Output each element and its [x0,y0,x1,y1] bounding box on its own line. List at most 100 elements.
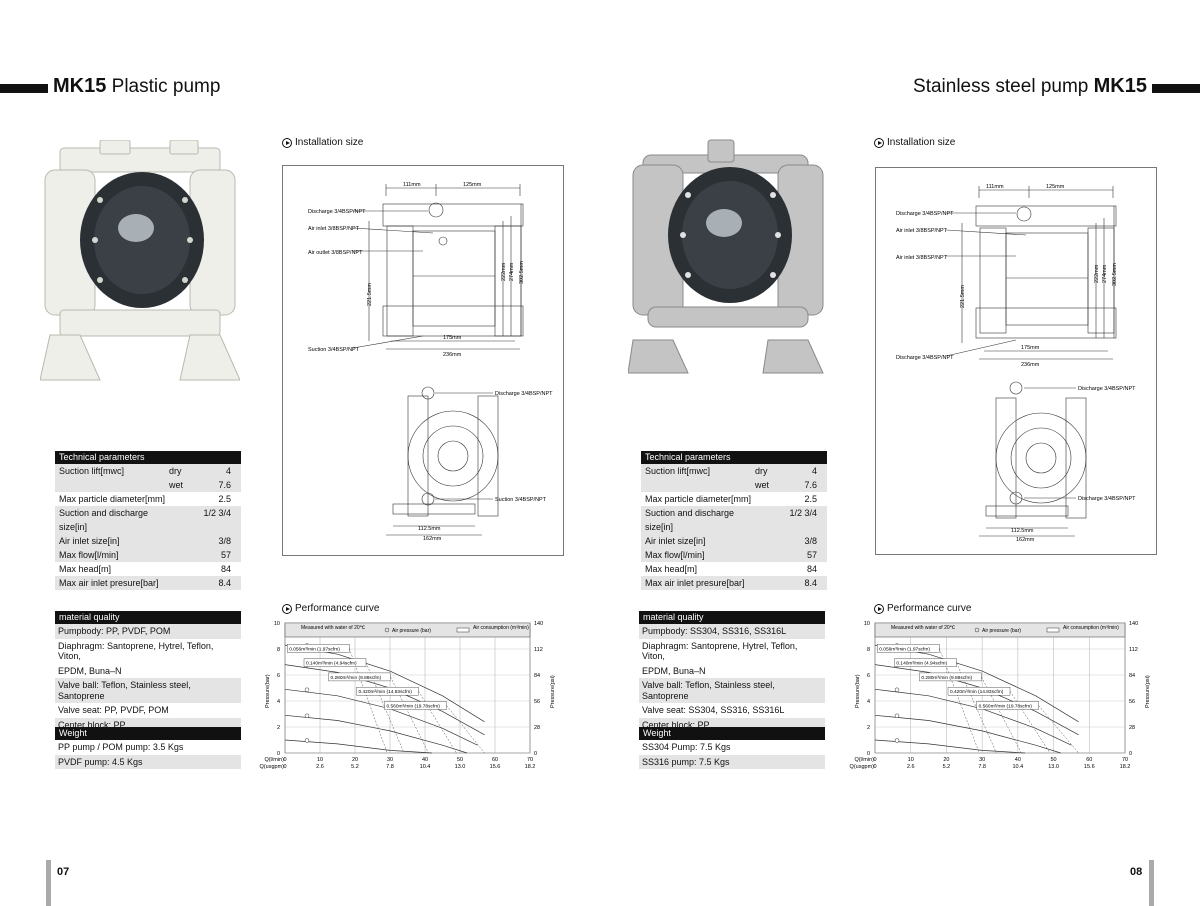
tech-param-value: 1/2 3/4 [789,508,817,518]
weight-header: Weight [55,727,241,740]
dim-125: 125mm [1046,184,1065,190]
y-tick-label-psi: 140 [534,621,543,627]
tech-table-row: Max head[m]84 [641,562,827,576]
dim-274: 274mm [1102,264,1108,283]
label-discharge: Discharge 3/4BSP/NPT [896,211,954,217]
air-inlet-bsp: BSP/NPT [924,228,948,234]
label-top-discharge: Discharge 3/4BSP/NPT [495,391,553,397]
discharge-frac: 3/4 [922,211,930,217]
plastic-pump-image [40,140,240,381]
y-tick-label-psi: 0 [534,751,537,757]
top-suction-text: Suction [495,497,513,503]
x-tick-label-lmin: 60 [492,757,498,763]
material-row: Diaphragm: Santoprene, Hytrel, Teflon, V… [642,640,798,662]
air-consumption-line [446,705,485,754]
label-suction: Suction 3/4BSP/NPT [308,347,360,353]
bottom-discharge-frac: 3/4 [922,355,930,361]
label-air-inlet-2: Air inlet 3/8BSP/NPT [896,255,948,261]
performance-curve [284,714,468,754]
y-axis-label-psi: Pressure(psi) [1145,675,1151,708]
left-installation-label: Installation size [282,137,363,148]
tech-param-value: 7.6 [218,480,231,490]
air-inlet-bsp: BSP/NPT [336,226,360,232]
performance-curve [284,688,478,746]
tech-table-row: Max particle diameter[mm]2.5 [55,492,241,506]
y-tick-label-bar: 6 [277,673,280,679]
air-consumption-label: 0.056m³/min (1.97scfm) [879,646,930,652]
discharge-bsp: BSP/NPT [930,211,954,217]
x-axis-label-lmin: Q(l/min) [854,757,874,763]
left-page-bar [46,860,51,906]
discharge-text: Discharge [308,209,333,215]
performance-curve [284,644,485,723]
material-header: material quality [55,611,241,624]
dim-111: 111mm [403,182,421,188]
weight-header: Weight [639,727,825,740]
left-header-bar [0,84,48,93]
x-tick-label-lmin: 10 [317,757,323,763]
tech-table-row: Max particle diameter[mm]2.5 [641,492,827,506]
dim-162: 162mm [1016,537,1035,543]
discharge-bsp: BSP/NPT [342,209,366,215]
left-drawing-svg: 111mm 125mm Discharge 3/4BSP/NPT Air inl… [308,182,553,542]
tech-table-row: Max air inlet presure[bar]8.4 [55,576,241,590]
x-tick-label-lmin: 40 [422,757,428,763]
left-performance-text: Performance curve [295,603,380,614]
tech-param-label: Suction lift[mwc] [59,466,125,476]
y-tick-label-bar: 8 [277,647,280,653]
right-page-title: Stainless steel pump MK15 [913,75,1147,98]
play-circle-icon [282,137,292,148]
top-discharge-bsp: BSP/NPT [529,391,553,397]
dim-175: 175mm [443,335,462,341]
left-model-name: MK15 [53,75,107,97]
dim-222: 222mm [501,262,507,281]
y-tick-label-psi: 0 [1129,751,1132,757]
y-tick-label-psi: 28 [1129,725,1135,731]
air-consumption-label: 0.280m³/min (9.88scfm) [921,675,972,681]
y-axis-label-bar: Pressure(bar) [855,674,861,708]
y-tick-label-bar: 4 [867,699,870,705]
x-tick-label-lmin: 20 [352,757,358,763]
x-tick-label-usgpm: 10.4 [1012,764,1023,770]
x-tick-label-usgpm: 18.2 [1120,764,1131,770]
air-outlet-text: Air outlet [308,250,330,256]
material-row: Pumpbody: SS304, SS316, SS316L [639,624,825,639]
tech-param-sub: dry [169,466,182,476]
legend-air-pressure-marker [384,627,390,633]
y-tick-label-psi: 112 [534,647,543,653]
y-tick-label-bar: 0 [277,751,280,757]
x-tick-label-usgpm: 0 [283,764,286,770]
tech-param-label: Max air inlet presure[bar] [59,578,159,588]
dim-1125: 112.5mm [1011,528,1034,534]
label-air-outlet: Air outlet 3/8BSP/NPT [308,250,363,256]
tech-param-value: 84 [220,564,231,574]
top-discharge-text: Discharge [495,391,520,397]
label-air-inlet: Air inlet 3/8BSP/NPT [308,226,360,232]
tech-table-row: Max head[m]84 [55,562,241,576]
dim-162: 162mm [423,536,442,542]
x-tick-label-lmin: 30 [979,757,985,763]
legend-air-consumption: Air consumption (m³/min) [473,625,529,631]
left-title-text: Plastic pump [111,76,221,97]
air-inlet-2-text: Air inlet [896,255,915,261]
air-pressure-marker [304,687,310,693]
air-inlet-2-frac: 3/8 [916,255,924,261]
x-tick-label-usgpm: 5.2 [943,764,951,770]
label-top-suction: Suction 3/4BSP/NPT [495,497,547,503]
tech-param-label: size[in] [59,522,88,532]
air-consumption-box [287,644,350,653]
y-tick-label-bar: 10 [864,621,870,627]
x-tick-label-lmin: 0 [283,757,286,763]
top-suction-bsp: BSP/NPT [1112,496,1136,502]
play-circle-icon [874,603,884,614]
x-tick-label-lmin: 50 [457,757,463,763]
tech-param-label: size[in] [645,522,674,532]
y-tick-label-psi: 84 [1129,673,1135,679]
